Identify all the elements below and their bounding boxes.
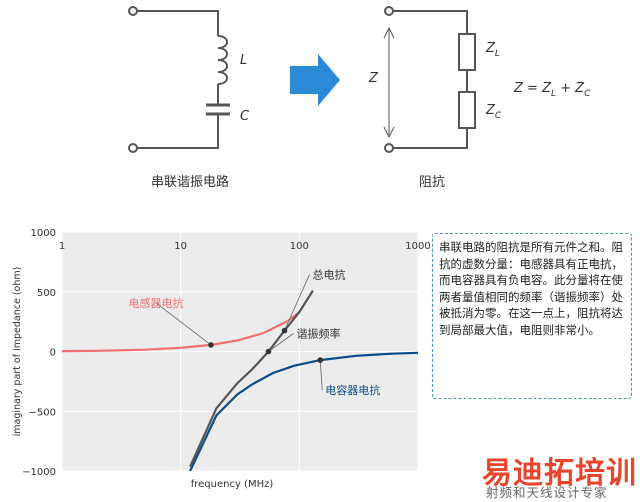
z-arrowhead-top — [383, 26, 395, 39]
circuit-wire — [393, 128, 468, 149]
annotation-point — [317, 357, 324, 363]
x-tick-label: 1 — [59, 241, 65, 252]
arrow-icon — [290, 54, 340, 106]
y-tick-label: 0 — [50, 348, 56, 359]
y-tick-label: 500 — [37, 288, 56, 299]
impedance-diagram — [383, 6, 476, 153]
annotation-leader — [284, 274, 310, 331]
watermark-brand: 易迪拓培训 — [482, 456, 637, 491]
x-tick-label: 1000 — [405, 241, 430, 252]
impedance-formula: Z = ZL + ZC — [513, 81, 591, 99]
terminal-top — [384, 6, 394, 16]
y-tick-label: −500 — [29, 407, 56, 418]
explanation-note: 串联电路的阻抗是所有元件之和。阻抗的虚数分量：电感器具有正电抗，而电容器具有负电… — [432, 233, 632, 399]
y-tick-label: −1000 — [22, 467, 56, 478]
x-tick-label: 10 — [174, 241, 187, 252]
capacitor-label: C — [240, 109, 250, 124]
annotation-label: 电感器电抗 — [128, 296, 183, 310]
terminal-top — [128, 6, 138, 16]
series-line-capacitor — [189, 351, 418, 471]
x-axis-label: frequency (MHz) — [191, 479, 274, 490]
series-line-total — [189, 290, 314, 468]
circuit-wire — [137, 114, 219, 149]
annotation-leader — [155, 302, 212, 346]
z-arrowhead-bottom — [383, 126, 395, 139]
annotation-label: 总电抗 — [313, 268, 346, 282]
annotation-leader — [268, 333, 294, 352]
inductor-label: L — [240, 53, 247, 68]
y-tick-label: 1000 — [31, 228, 56, 239]
annotation-point — [208, 342, 214, 348]
terminal-bottom — [384, 143, 394, 153]
annotation-label: 谐振频率 — [297, 327, 341, 341]
impedance-chart: 1000 500 0 −500 −1000 1 10 100 1000 frequency (MH… — [12, 228, 430, 490]
circuit-wire — [137, 10, 219, 36]
circuit-diagrams: L C 串联谐振电路 Z ZL ZC Z = ZL + ZC 阻抗 — [128, 6, 591, 190]
zl-label: ZL — [485, 41, 500, 59]
x-tick-label: 100 — [290, 241, 309, 252]
series-resonant-circuit — [128, 6, 230, 153]
zc-label: ZC — [485, 103, 502, 121]
annotation-point — [265, 348, 272, 355]
impedance-caption: 阻抗 — [419, 175, 445, 190]
annotation-point — [281, 327, 288, 334]
impedance-zc-box — [458, 91, 476, 129]
annotation-label: 电容器电抗 — [325, 383, 380, 397]
circuit-wire — [393, 10, 468, 34]
terminal-bottom — [128, 143, 138, 153]
watermark-tagline: 射频和天线设计专家 — [486, 485, 608, 500]
inductor-coil — [217, 35, 228, 85]
annotation-leader — [319, 360, 323, 391]
y-axis-label: imaginary part of impedance (ohm) — [12, 267, 23, 437]
impedance-zl-box — [458, 33, 476, 71]
series-circuit-caption: 串联谐振电路 — [151, 174, 229, 190]
z-label: Z — [368, 71, 379, 86]
